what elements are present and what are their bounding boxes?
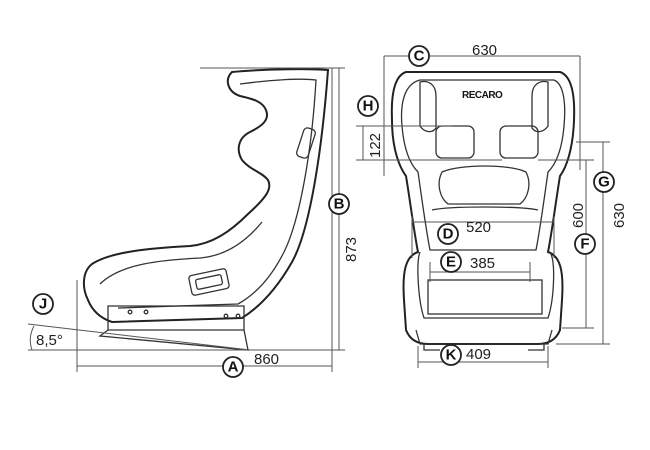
dim-H-value: 122 <box>367 133 384 158</box>
badge-K <box>440 344 462 366</box>
side-slot <box>296 127 316 159</box>
seat-side-inner-contour <box>117 78 317 309</box>
dim-A-value: 860 <box>254 351 279 368</box>
dim-F-value: 600 <box>570 203 587 228</box>
dim-E-value: 385 <box>470 255 495 272</box>
badge-H <box>357 95 379 117</box>
dim-J-value: 8,5° <box>36 332 63 349</box>
badge-J <box>32 293 54 315</box>
seat-side-inner-contour-2 <box>99 221 263 285</box>
badge-D-letter: D <box>443 226 454 243</box>
dim-C-value: 630 <box>472 42 497 59</box>
dim-K-value: 409 <box>466 346 491 363</box>
seat-side-profile <box>82 68 330 324</box>
badge-J-letter: J <box>39 296 47 313</box>
badge-B-letter: B <box>334 196 345 213</box>
badge-F-letter: F <box>580 236 589 253</box>
badge-G-letter: G <box>598 174 610 191</box>
dim-G-value: 630 <box>611 203 628 228</box>
pad-left <box>435 125 475 159</box>
badge-K-letter: K <box>446 347 457 364</box>
badge-A-letter: A <box>228 359 239 376</box>
badge-G <box>593 171 615 193</box>
brand-logo: RECARO <box>462 90 503 101</box>
dim-D-value: 520 <box>466 219 491 236</box>
front-view: RECARO C 630 H 122 D 520 E 385 F <box>356 42 628 368</box>
badge-E <box>440 251 462 273</box>
badge-A <box>222 356 244 378</box>
badge-B <box>328 193 350 215</box>
badge-D <box>437 223 459 245</box>
badge-C-letter: C <box>414 48 425 65</box>
badge-E-letter: E <box>446 254 456 271</box>
dim-B-value: 873 <box>343 237 360 262</box>
side-view: A 860 B 873 J 8,5° <box>27 67 360 378</box>
pad-right <box>499 125 539 159</box>
badge-H-letter: H <box>363 98 374 115</box>
seat-front-shell <box>390 71 576 345</box>
badge-F <box>574 233 596 255</box>
side-pad <box>188 268 230 296</box>
badge-C <box>408 45 430 67</box>
seat-cushion <box>427 279 543 315</box>
